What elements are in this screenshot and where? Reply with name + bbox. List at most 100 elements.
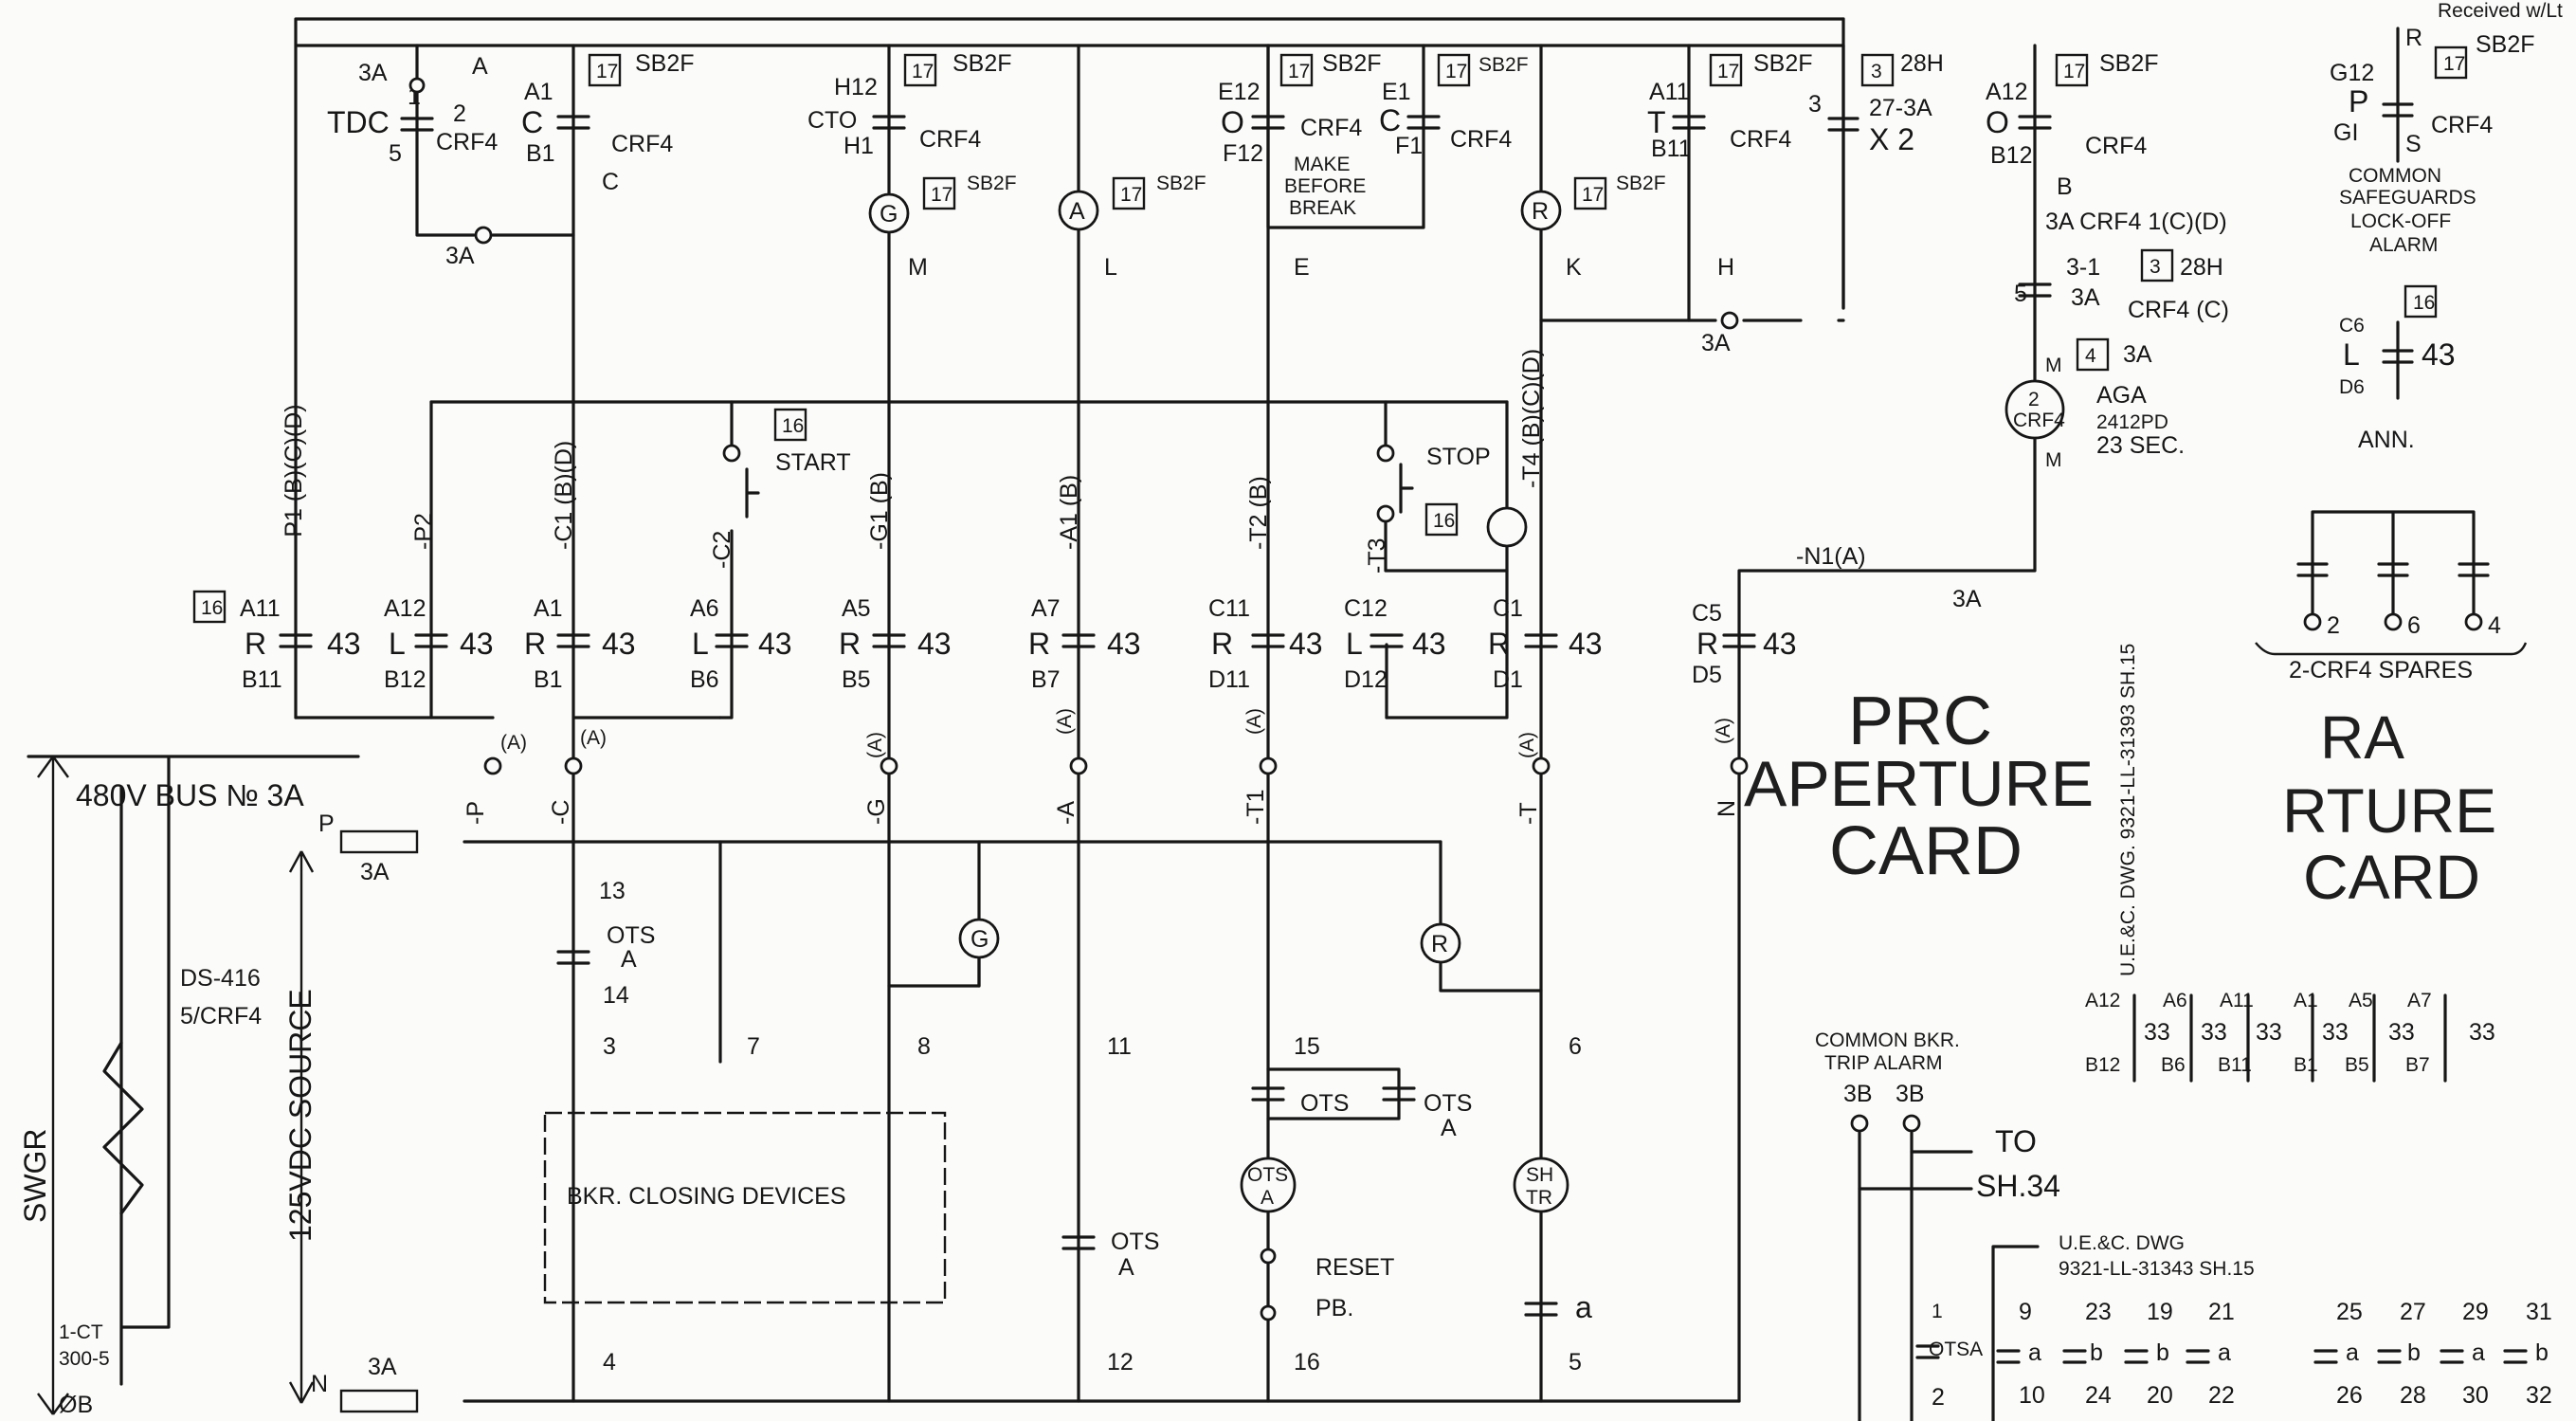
lw-t1: -T1	[1243, 790, 1269, 826]
lower-14: 14	[603, 982, 629, 1009]
r43-5-top: A7	[1031, 595, 1061, 622]
cto-out: M	[908, 254, 928, 281]
trip-term-1: 3B	[1843, 1081, 1873, 1107]
legend-ann-val: 43	[2422, 337, 2456, 372]
r43-0-bot: B11	[242, 666, 282, 693]
aga-three1: 3-1	[2066, 254, 2100, 281]
r43-2-letter: R	[524, 627, 546, 661]
aga-branch: 3A CRF4 1(C)(D) 3-1 3 28H 3A CRF4 (C) 5 …	[2005, 209, 2229, 471]
x2-contact: 3 28H 27-3A X 2 3	[1808, 50, 1944, 156]
tp-4-top: 25	[2336, 1299, 2363, 1325]
t-letter: T	[1647, 105, 1666, 139]
lower-13: 13	[599, 878, 626, 904]
n-terminal-label: N	[311, 1371, 328, 1397]
lower-section: 13 OTS A 14 3 7 8 11 15 6 4 12 16 5 G R …	[543, 878, 1592, 1375]
wire-g1: -G1 (B)	[866, 472, 893, 550]
x2-ref: 28H	[1900, 50, 1944, 77]
terminal-row: (A) (A) (A) (A) (A) (A) (A) -P -C -G -A …	[463, 708, 1749, 826]
legend-line-2: SAFEGUARDS	[2339, 187, 2476, 209]
lamp-g-top	[868, 192, 910, 234]
lower-6: 6	[1569, 1033, 1582, 1060]
source-label: 125VDC SOURCE	[283, 989, 317, 1242]
reset-label: RESET	[1315, 1254, 1394, 1281]
r43-3-letter: L	[692, 627, 709, 661]
r33-3-top: A1	[2294, 990, 2318, 1011]
lamp-r-lower	[1420, 922, 1461, 964]
tdc-t2: 2	[453, 100, 466, 127]
tp-4-l: a	[2346, 1339, 2359, 1366]
a-lamp-out: L	[1104, 254, 1117, 281]
r-lamp-sb: SB2F	[1616, 173, 1666, 194]
trip-title-2: TRIP ALARM	[1824, 1052, 1942, 1074]
lower-5: 5	[1569, 1349, 1582, 1375]
r33-1-top: A6	[2163, 990, 2187, 1011]
legend-l: L	[2343, 337, 2360, 372]
tp-2-l: b	[2156, 1339, 2169, 1366]
trip-sh: SH.34	[1976, 1169, 2060, 1203]
breaker-closing-box	[543, 1111, 947, 1304]
legend-ann-box: 16	[2413, 292, 2435, 314]
r43-9-val: 43	[1763, 627, 1797, 661]
p-terminal-label: P	[318, 811, 335, 837]
r43-5-letter: R	[1028, 627, 1050, 661]
c-crf: CRF4	[611, 131, 673, 157]
start-box: 16	[782, 415, 804, 437]
tdc-lower-terminal	[474, 226, 493, 245]
r43-5-val: 43	[1107, 627, 1141, 661]
or-box: 17	[2063, 61, 2085, 82]
tdc-lower: 3A	[445, 243, 475, 269]
aga-sub: 2412PD	[2096, 411, 2168, 433]
r43-7-top: C12	[1344, 595, 1388, 622]
o-right-contact: 17 SB2F A12 O B12 CRF4 B	[1986, 50, 2159, 200]
row-43: 16 A11 R 43 B11 A12 L 43 B12 A1 R 43 B1 …	[192, 590, 1797, 693]
r43-6-letter: R	[1211, 627, 1233, 661]
r43-2-val: 43	[602, 627, 636, 661]
trip-dwg-2: 9321-LL-31343 SH.15	[2059, 1258, 2255, 1280]
tp-1-top: 23	[2085, 1299, 2112, 1325]
tp-3-l: a	[2218, 1339, 2231, 1366]
wiring-lines	[27, 17, 2476, 1421]
x2-n: 3	[1808, 91, 1822, 118]
tp-7-l: b	[2535, 1339, 2549, 1366]
r33-4-val: 33	[2388, 1019, 2415, 1046]
om-box-b: 17	[1445, 61, 1467, 82]
tp-6-top: 29	[2462, 1299, 2489, 1325]
om-box: 17	[1288, 61, 1310, 82]
ots-coil	[1240, 1157, 1297, 1213]
tp-2-top: 19	[2147, 1299, 2173, 1325]
r43-8-bot: D1	[1493, 666, 1523, 693]
tdc-name: TDC	[327, 105, 390, 139]
ots-cap2: OTS	[1111, 1229, 1159, 1255]
c-sb: SB2F	[635, 50, 695, 77]
lower-15: 15	[1294, 1033, 1320, 1060]
aga-crf-d: 3A CRF4 1(C)(D)	[2045, 209, 2227, 235]
tp-1-l: b	[2090, 1339, 2103, 1366]
c-contact: 17 SB2F A1 C B1 CRF4 C	[521, 50, 695, 195]
lw-c: -C	[548, 800, 574, 825]
stamp-ghost-2: RTURE	[2282, 775, 2496, 846]
aga-time: 23 SEC.	[2096, 432, 2185, 459]
legend-d6: D6	[2339, 376, 2365, 398]
r33-3-bot: B1	[2294, 1054, 2318, 1076]
aga-box4: 4	[2085, 345, 2096, 367]
r43-9-letter: R	[1696, 627, 1718, 661]
tp-4-bot: 26	[2336, 1382, 2363, 1409]
stop-box: 16	[1433, 510, 1455, 532]
r43-3-bot: B6	[690, 666, 719, 693]
om-note-1: MAKE	[1294, 154, 1351, 175]
tp-0-l: a	[2028, 1339, 2041, 1366]
cto-sb: SB2F	[952, 50, 1012, 77]
bottom-fuse-label: 3A	[368, 1354, 397, 1380]
c-a: A1	[524, 79, 553, 105]
r43-8-val: 43	[1569, 627, 1603, 661]
t-crf: CRF4	[1730, 126, 1791, 153]
cto-letter: CTO	[807, 107, 857, 134]
tdc-terminal	[408, 77, 426, 94]
a-terminal-label: A	[472, 53, 488, 80]
o-make-contact: 17 SB2F E12 O F12 CRF4 17 SB2F E1 C F1 C…	[1112, 50, 1529, 281]
r43-0-val: 43	[327, 627, 361, 661]
aga-crf-c: CRF4 (C)	[2128, 297, 2229, 323]
aga-coil	[2005, 379, 2065, 440]
wire-n1-ref: 3A	[1952, 586, 1982, 612]
term-3: (A)	[1054, 708, 1076, 735]
